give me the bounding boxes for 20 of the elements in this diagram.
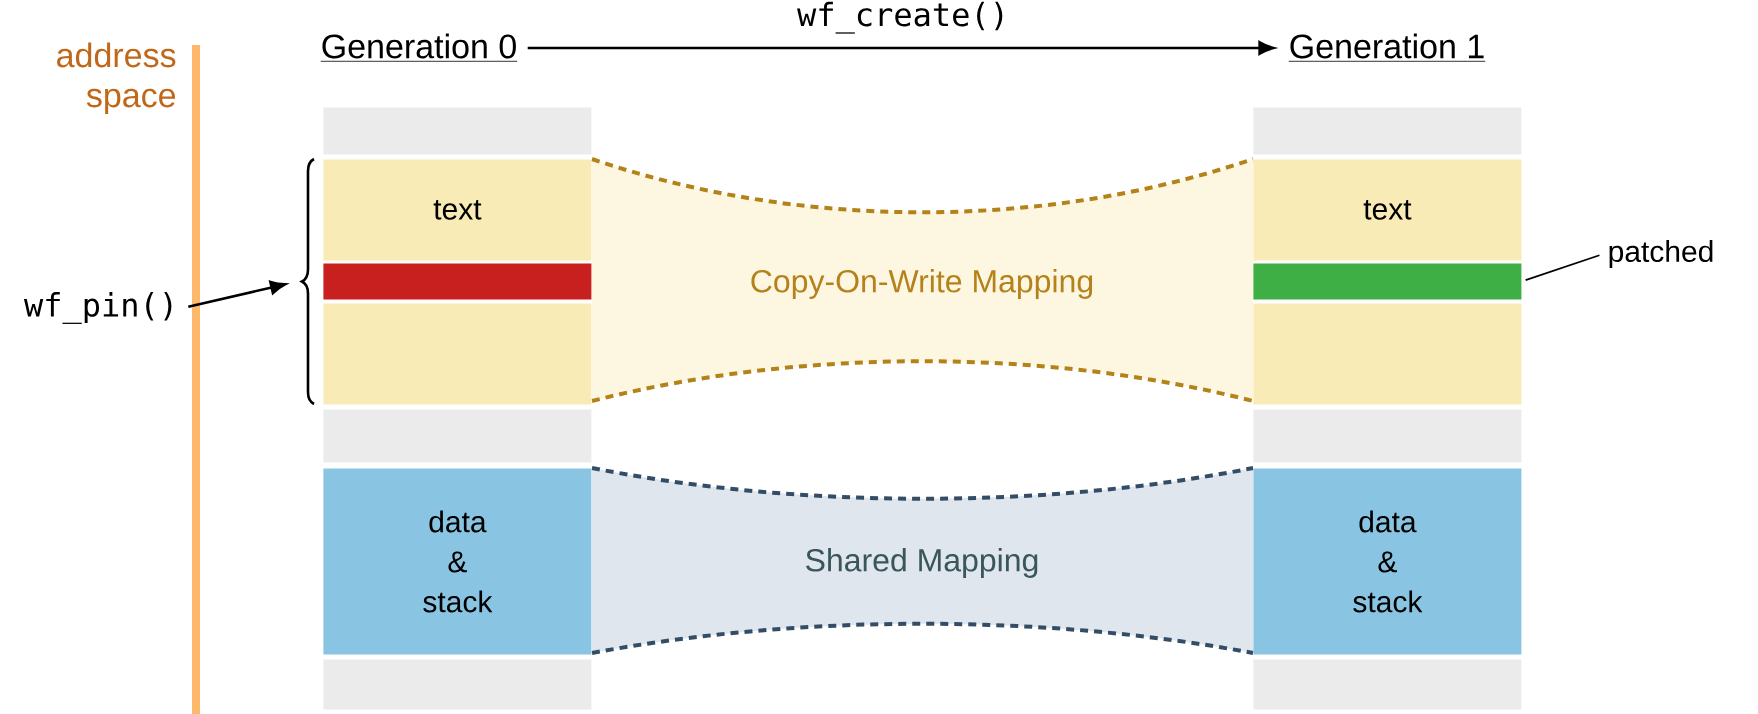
arrow xyxy=(527,41,1275,55)
mapping-band: Shared Mapping xyxy=(591,466,1254,655)
memory-segment xyxy=(1253,303,1522,405)
edge-label: wf_create() xyxy=(797,1,1003,34)
column-heading: Generation 1 xyxy=(1288,33,1486,62)
memory-segment xyxy=(323,303,592,405)
mapping-band: Copy-On-Write Mapping xyxy=(591,157,1254,403)
memory-segment: text xyxy=(323,159,592,261)
axis-label: address space xyxy=(57,42,176,115)
memory-segment: data & stack xyxy=(323,468,592,655)
annotation: patched xyxy=(1609,240,1713,268)
brace xyxy=(300,157,315,406)
memory-segment: data & stack xyxy=(1253,468,1522,655)
patch-bar xyxy=(323,263,592,300)
function-label: wf_pin() xyxy=(23,292,172,324)
leader-line xyxy=(1524,254,1601,281)
memory-segment: text xyxy=(1253,159,1522,261)
arrow xyxy=(188,280,287,308)
patch-bar xyxy=(1253,263,1522,300)
column-heading: Generation 0 xyxy=(320,33,518,62)
